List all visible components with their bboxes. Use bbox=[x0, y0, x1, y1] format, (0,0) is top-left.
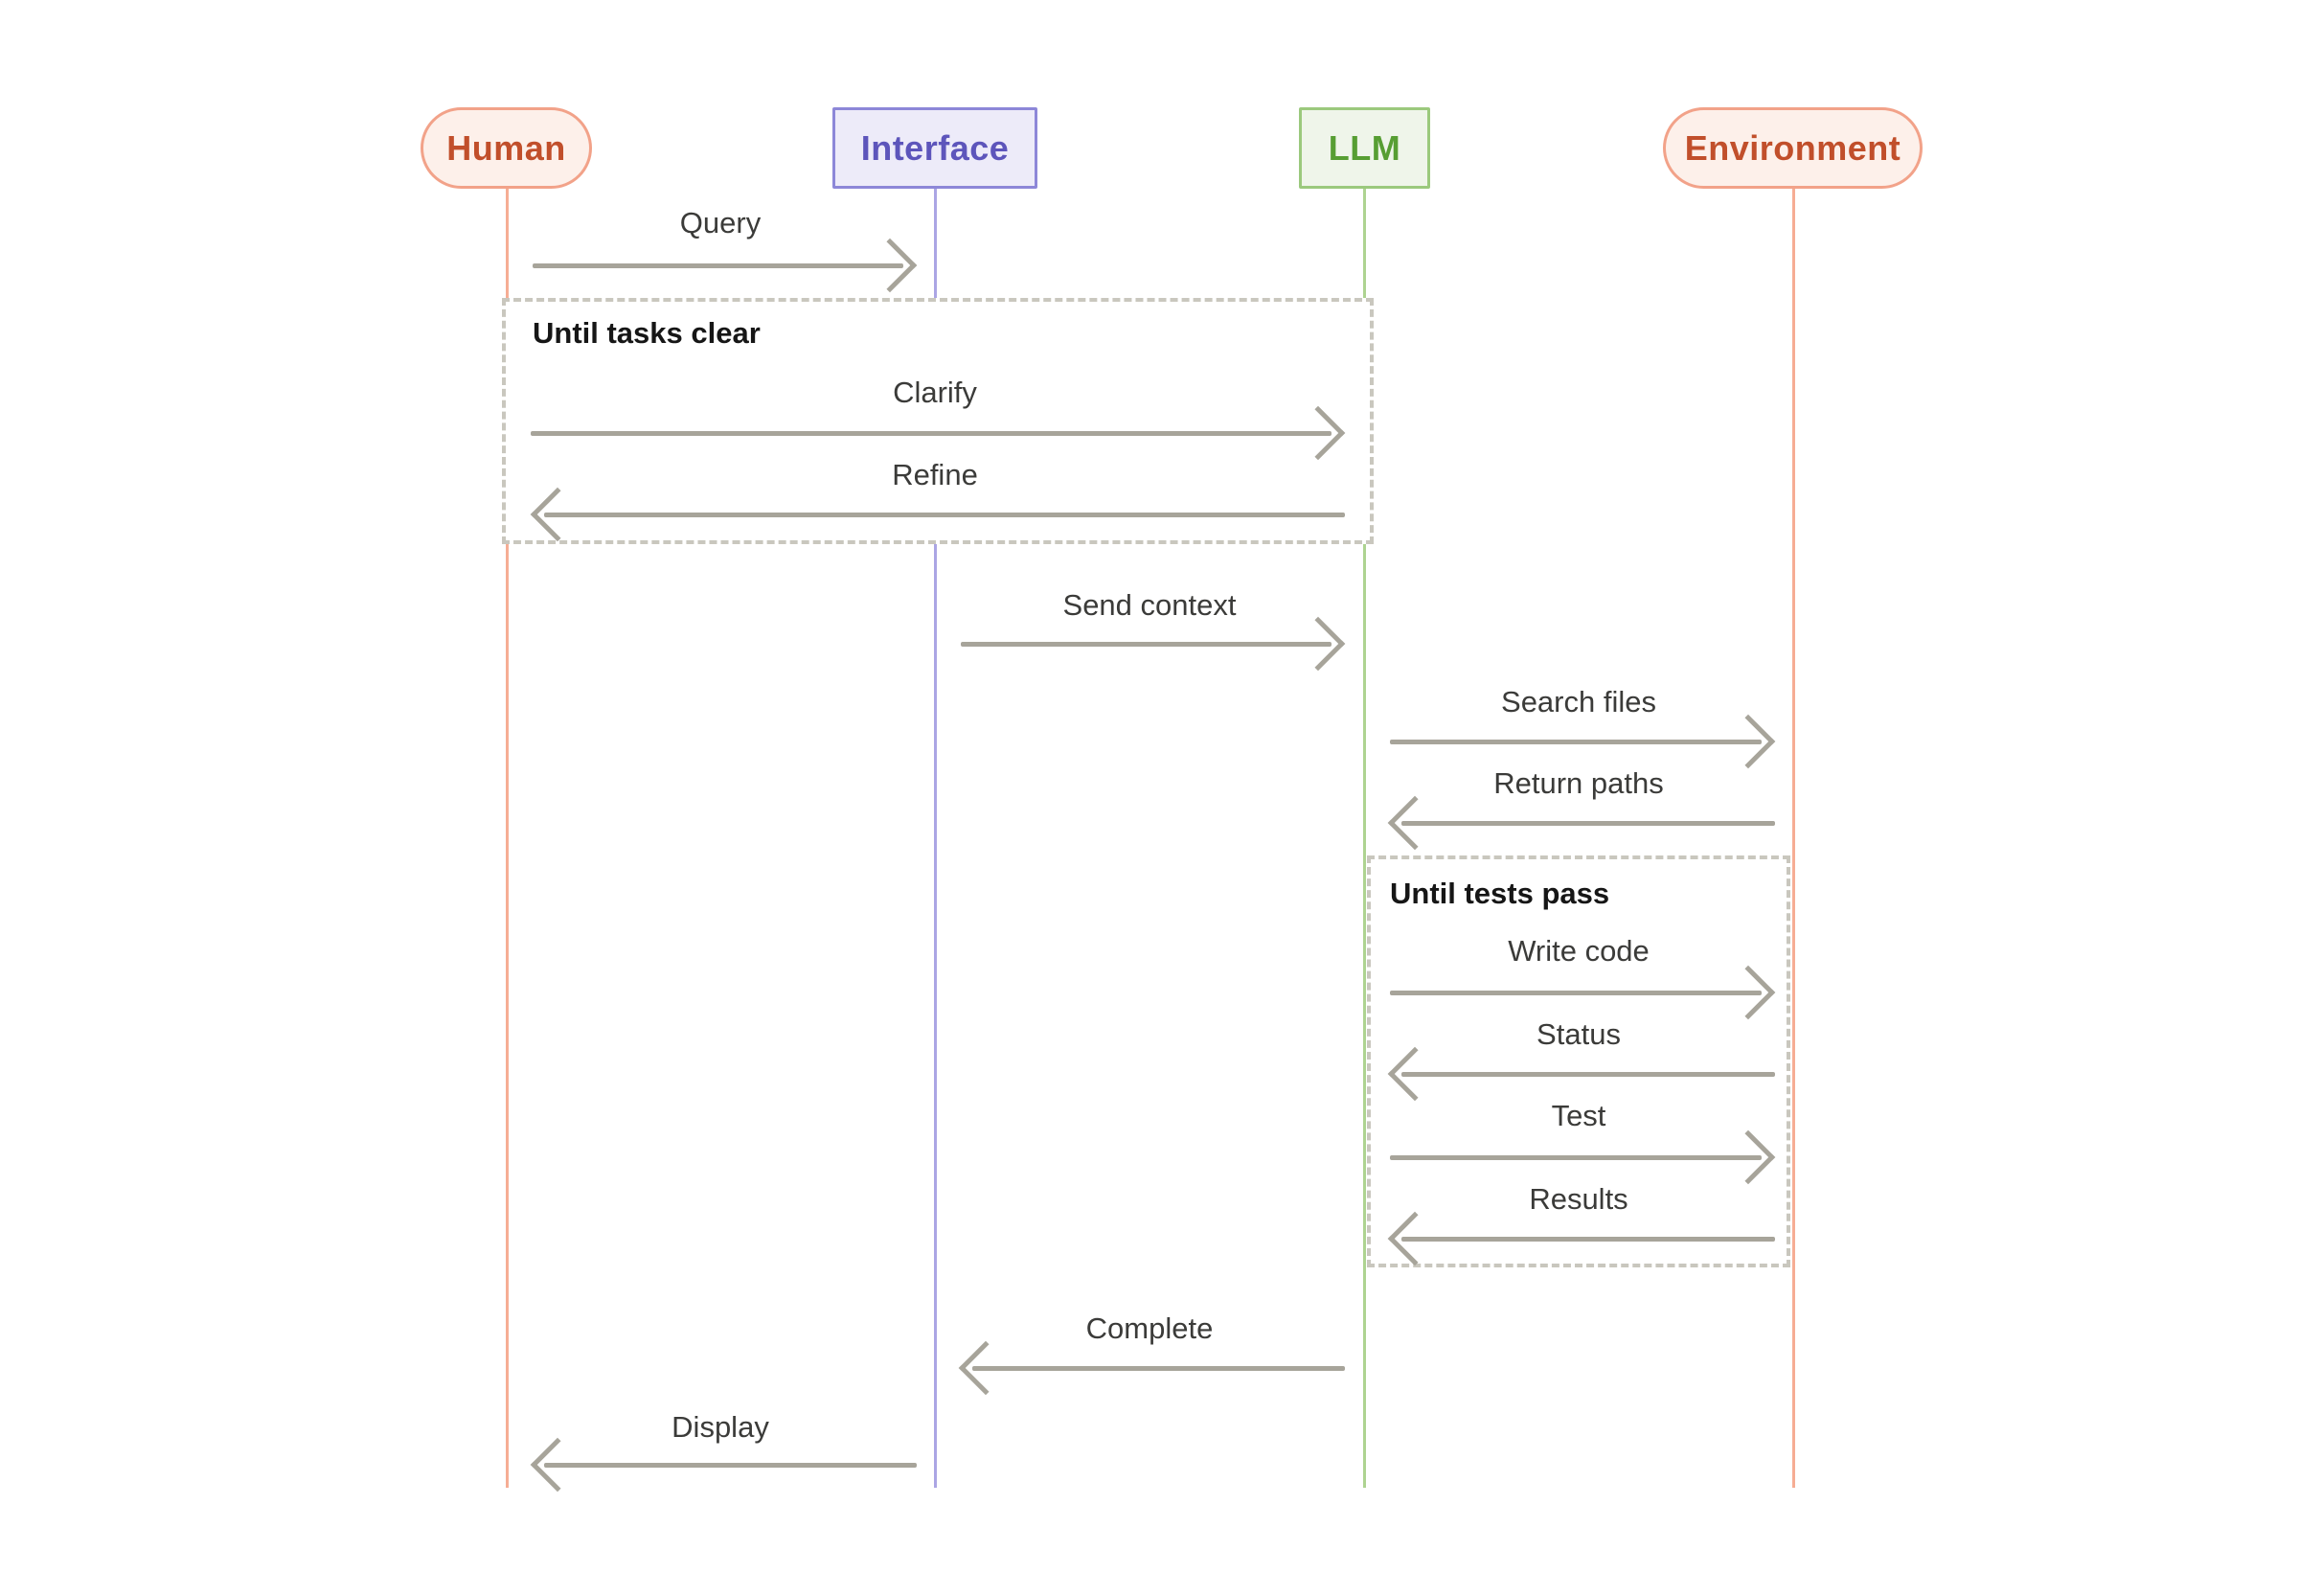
lifeline-interface bbox=[933, 189, 937, 1488]
actor-label-llm: LLM bbox=[1328, 127, 1401, 168]
message-arrowhead-left bbox=[1387, 795, 1443, 851]
message-arrow-shaft bbox=[1401, 1072, 1775, 1077]
message-label-clarify: Clarify bbox=[893, 376, 977, 409]
actor-label-environment: Environment bbox=[1684, 127, 1901, 168]
actor-llm: LLM bbox=[1299, 107, 1430, 189]
message-arrow-shaft bbox=[544, 1463, 917, 1468]
loop-frame-until-tests-pass bbox=[1367, 855, 1790, 1267]
message-arrowhead-left bbox=[1387, 1211, 1443, 1266]
message-label-status: Status bbox=[1536, 1017, 1621, 1051]
message-arrow-shaft bbox=[533, 263, 903, 268]
message-arrowhead-right bbox=[1720, 1129, 1776, 1185]
message-arrowhead-right bbox=[1720, 965, 1776, 1020]
message-arrow-shaft bbox=[1390, 740, 1762, 744]
message-arrow-shaft bbox=[1390, 991, 1762, 995]
message-label-send-context: Send context bbox=[1062, 588, 1237, 622]
message-label-search-files: Search files bbox=[1501, 685, 1656, 718]
lifeline-human bbox=[505, 189, 509, 1488]
loop-frame-until-tasks-clear bbox=[502, 298, 1374, 544]
message-arrowhead-left bbox=[1387, 1046, 1443, 1102]
message-label-results: Results bbox=[1529, 1182, 1628, 1216]
loop-title: Until tests pass bbox=[1390, 877, 1610, 910]
message-label-test: Test bbox=[1551, 1099, 1606, 1132]
message-label-refine: Refine bbox=[892, 458, 978, 491]
actor-interface: Interface bbox=[832, 107, 1037, 189]
lifeline-environment bbox=[1791, 189, 1795, 1488]
message-arrow-shaft bbox=[1390, 1155, 1762, 1160]
message-arrow-shaft bbox=[1401, 821, 1775, 826]
message-label-return-paths: Return paths bbox=[1493, 766, 1664, 800]
actor-label-interface: Interface bbox=[860, 127, 1010, 168]
message-label-complete: Complete bbox=[1085, 1311, 1214, 1345]
message-label-write-code: Write code bbox=[1508, 934, 1650, 968]
actor-label-human: Human bbox=[446, 127, 566, 168]
message-arrowhead-right bbox=[1290, 616, 1346, 672]
message-label-display: Display bbox=[671, 1410, 769, 1444]
message-arrowhead-right bbox=[1720, 714, 1776, 769]
message-label-query: Query bbox=[679, 206, 762, 239]
message-arrowhead-left bbox=[958, 1340, 1013, 1396]
message-arrow-shaft bbox=[544, 513, 1345, 517]
lifeline-llm bbox=[1362, 189, 1366, 1488]
message-arrow-shaft bbox=[961, 642, 1332, 647]
message-arrowhead-left bbox=[530, 487, 585, 542]
message-arrowhead-left bbox=[530, 1437, 585, 1493]
loop-title: Until tasks clear bbox=[533, 316, 761, 350]
message-arrow-shaft bbox=[1401, 1237, 1775, 1242]
message-arrowhead-right bbox=[1290, 405, 1346, 461]
message-arrowhead-right bbox=[862, 238, 918, 293]
message-arrow-shaft bbox=[531, 431, 1332, 436]
actor-environment: Environment bbox=[1663, 107, 1923, 189]
message-arrow-shaft bbox=[972, 1366, 1345, 1371]
actor-human: Human bbox=[421, 107, 592, 189]
